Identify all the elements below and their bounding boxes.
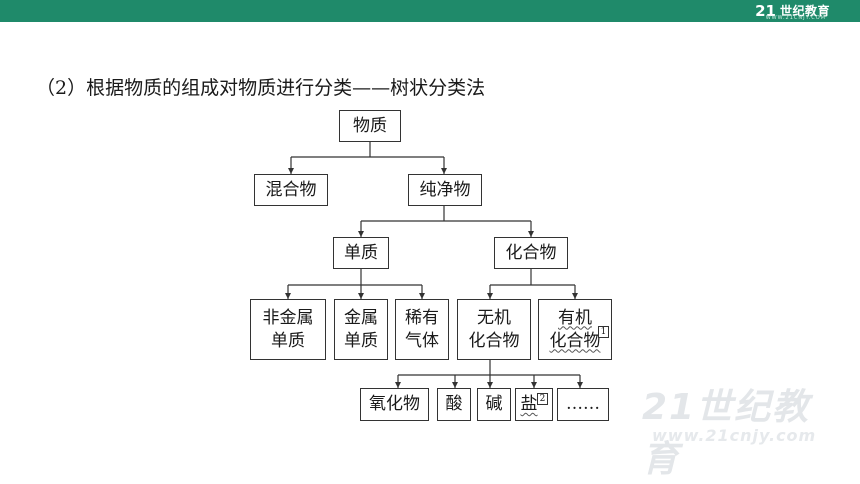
brand-name: 世纪教育 — [779, 4, 830, 18]
node-base-label: 碱 — [485, 394, 503, 414]
node-organic-line1: 有机 — [558, 307, 592, 328]
node-oxide-label: 氧化物 — [369, 394, 420, 414]
node-compound-label: 化合物 — [505, 242, 557, 263]
brand-mark: 21 — [755, 2, 776, 20]
node-oxide: 氧化物 — [360, 388, 429, 421]
node-substance-label: 物质 — [353, 115, 387, 136]
brand-logo: 21 世纪教育 — [755, 2, 830, 20]
node-metal-element: 金属 单质 — [334, 299, 388, 360]
node-inorganic-compound: 无机 化合物 — [457, 299, 531, 360]
organic-footnote-marker: 1 — [598, 326, 609, 338]
node-mixture-label: 混合物 — [265, 179, 317, 200]
node-noble-gas: 稀有 气体 — [395, 299, 449, 360]
node-etc-label: …… — [566, 394, 600, 414]
node-organic-line2: 化合物 — [549, 330, 601, 351]
node-salt: 盐 2 — [515, 388, 553, 421]
node-noble-line2: 气体 — [405, 330, 439, 351]
node-inorganic-line1: 无机 — [477, 307, 511, 328]
node-inorganic-line2: 化合物 — [468, 330, 520, 351]
node-salt-label: 盐 — [520, 394, 538, 414]
node-metal-line1: 金属 — [344, 307, 378, 328]
node-noble-line1: 稀有 — [405, 307, 439, 328]
node-base: 碱 — [477, 388, 511, 421]
node-nonmetal-line1: 非金属 — [262, 307, 314, 328]
top-bar — [0, 0, 860, 22]
node-organic-compound: 有机 化合物 1 — [538, 299, 612, 360]
salt-footnote-marker: 2 — [537, 393, 548, 405]
brand-url: WWW.21CNJY.COM — [765, 15, 826, 21]
node-pure-substance-label: 纯净物 — [419, 179, 471, 200]
section-heading: （2）根据物质的组成对物质进行分类——树状分类法 — [36, 77, 486, 99]
node-nonmetal-line2: 单质 — [271, 330, 305, 351]
node-substance: 物质 — [339, 110, 401, 142]
node-mixture: 混合物 — [254, 174, 328, 206]
node-element: 单质 — [333, 237, 389, 269]
node-element-label: 单质 — [344, 242, 378, 263]
node-pure-substance: 纯净物 — [408, 174, 482, 206]
node-nonmetal-element: 非金属 单质 — [250, 299, 326, 360]
node-acid-label: 酸 — [445, 394, 463, 414]
node-etc: …… — [557, 388, 609, 421]
node-metal-line2: 单质 — [344, 330, 378, 351]
node-acid: 酸 — [437, 388, 471, 421]
node-compound: 化合物 — [494, 237, 568, 269]
